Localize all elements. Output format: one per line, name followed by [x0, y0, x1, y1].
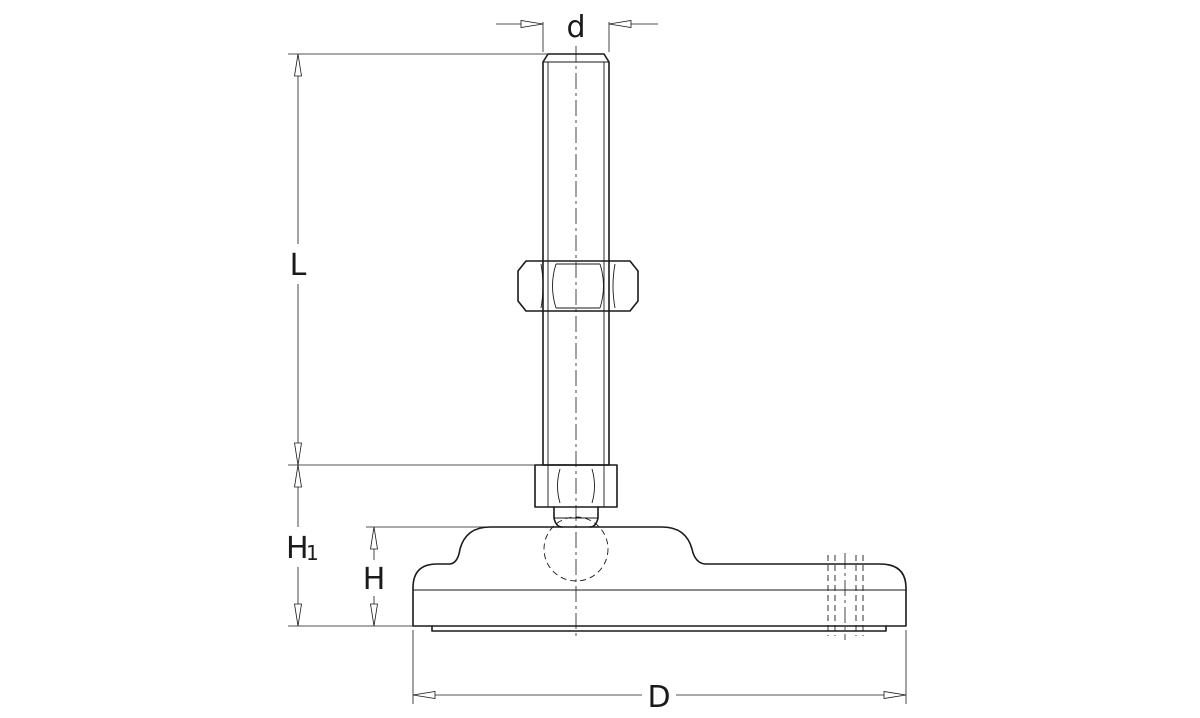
rubber-pad [431, 625, 887, 632]
dimension-label-base-diameter: D [647, 680, 670, 715]
dimension-l: L [284, 53, 548, 466]
dimension-label-d: d [566, 10, 585, 45]
dimension-h: H [360, 526, 490, 627]
dimension-label-h1: H [286, 531, 309, 566]
dimension-d-base: D [412, 630, 907, 715]
dimension-d: d [496, 10, 658, 52]
dimension-h1: H 1 [280, 464, 413, 627]
mounting-hole [827, 553, 864, 640]
dimension-label-h1-subscript: 1 [306, 541, 319, 565]
hex-lock-nut [517, 260, 639, 312]
dimension-label-l: L [290, 248, 307, 283]
dimension-label-h: H [363, 562, 386, 597]
base-plate [412, 526, 907, 627]
